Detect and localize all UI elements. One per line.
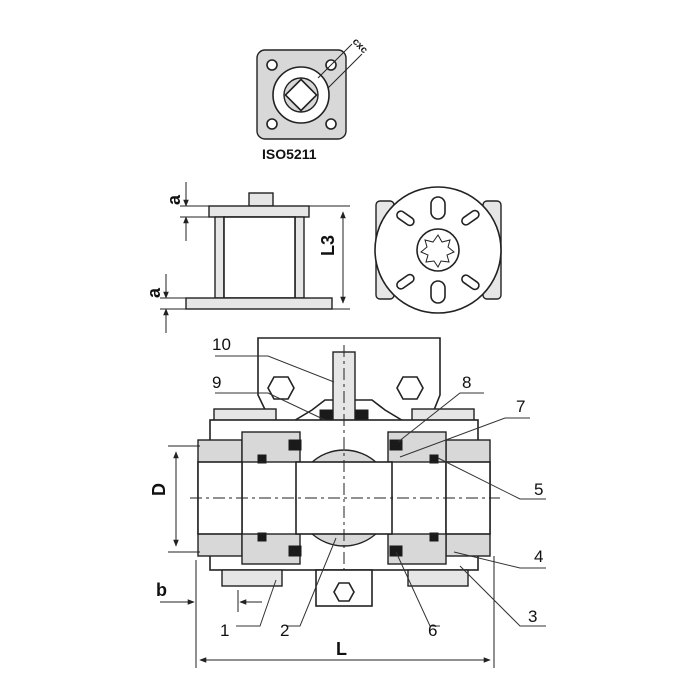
top-flange-thickness-label: a xyxy=(164,194,184,205)
flange-slot-upper-right xyxy=(461,209,480,226)
callout-4: 4 xyxy=(534,547,543,566)
callout-3: 3 xyxy=(528,607,537,626)
pad-bolt-hole-bottom-right xyxy=(325,118,337,130)
left-seat-bottom xyxy=(288,545,302,557)
right-o-ring-top xyxy=(429,454,439,464)
flange-slot-upper-left xyxy=(396,210,415,227)
bracket-right-leg xyxy=(294,216,305,299)
length-label: L xyxy=(336,639,347,659)
callout-2: 2 xyxy=(280,621,289,640)
flange-slot-lower-left xyxy=(396,273,415,290)
square-size-label: cxc xyxy=(350,36,370,56)
square-dimension-line-2 xyxy=(327,53,363,89)
bottom-hex-nut xyxy=(333,582,355,602)
bracket-side-view: a a L3 xyxy=(144,182,350,333)
callout-7: 7 xyxy=(516,397,525,416)
diameter-label: D xyxy=(149,483,169,496)
callout-leaders xyxy=(215,355,546,627)
left-o-ring-bottom xyxy=(257,532,267,542)
offset-label: b xyxy=(156,580,167,600)
right-seat-top xyxy=(389,439,403,451)
square-dimension-line xyxy=(317,43,353,79)
callout-10: 10 xyxy=(212,335,231,354)
bracket-body xyxy=(223,216,296,299)
right-hex-nut xyxy=(396,376,424,400)
right-bottom-foot xyxy=(407,569,469,587)
bracket-bottom-flange xyxy=(185,297,333,310)
callout-9: 9 xyxy=(212,373,221,392)
star-bore xyxy=(420,234,455,268)
bracket-top-flange xyxy=(208,205,310,218)
bracket-left-leg xyxy=(214,216,225,299)
left-o-ring-top xyxy=(257,454,267,464)
left-hex-nut xyxy=(267,376,295,400)
callout-5: 5 xyxy=(534,480,543,499)
callout-8: 8 xyxy=(462,373,471,392)
iso-mounting-pad-view: cxc ISO5211 xyxy=(256,36,370,162)
left-seat-top xyxy=(288,439,302,451)
pad-bolt-hole-bottom-left xyxy=(266,118,278,130)
callout-6: 6 xyxy=(428,621,437,640)
bracket-stem-top xyxy=(248,192,274,207)
callout-1: 1 xyxy=(220,621,229,640)
flange-slot-lower-right xyxy=(461,274,480,291)
l3-height-label: L3 xyxy=(318,235,338,256)
bottom-flange-thickness-label: a xyxy=(144,287,164,298)
left-bottom-foot xyxy=(221,569,283,587)
flange-slot-bottom xyxy=(430,280,446,304)
right-seat-bottom xyxy=(389,545,403,557)
pad-bolt-hole-top-left xyxy=(266,59,278,71)
stem-square xyxy=(284,78,318,112)
ball-valve-section-view: D b L 10 9 8 7 5 4 3 xyxy=(149,335,546,668)
iso-standard-label: ISO5211 xyxy=(262,146,317,162)
bracket-flange-front-view xyxy=(374,186,502,314)
right-o-ring-bottom xyxy=(429,532,439,542)
flange-slot-top xyxy=(430,196,446,220)
stem-seal-right xyxy=(355,409,369,421)
